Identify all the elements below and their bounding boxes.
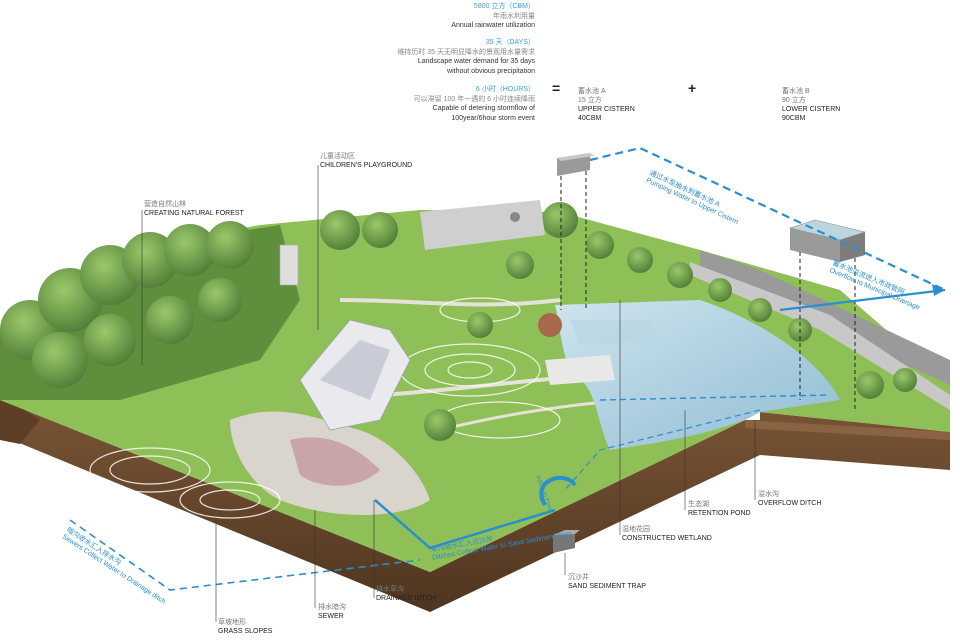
grass-en: GRASS SLOPES — [218, 628, 273, 635]
retention-pond — [545, 300, 840, 450]
grass-cn: 草坡地形 — [218, 619, 246, 626]
upper-cistern-box — [557, 153, 594, 310]
equals-sign: = — [552, 80, 561, 96]
lower-cistern-cbm: 90CBM — [782, 115, 806, 122]
stat-hours-value: 6 小时（HOURS） — [475, 86, 535, 93]
stat-days-value: 35 天（DAYS） — [485, 39, 535, 46]
playground-cn: 儿童活动区 — [320, 153, 355, 160]
stat-hours-en: Capable of detening stormflow of — [432, 105, 535, 112]
lower-cistern-cn: 蓄水池 B — [782, 88, 810, 95]
plus-sign: + — [688, 80, 697, 96]
stat-rainwater-value: 5800 立方（CBM） — [473, 3, 535, 10]
sediment-trap-box — [553, 530, 580, 553]
stat-days-en2: without obvious precipitation — [447, 67, 535, 75]
grass-label: 草坡地形 GRASS SLOPES — [218, 618, 272, 636]
soil-section — [0, 400, 950, 612]
sewer-cn: 排水暗沟 — [318, 604, 346, 611]
label-leaders — [141, 165, 756, 622]
pond-en: RETENTION POND — [688, 510, 751, 517]
drainage-label: 排水草沟 DRAINAGE DITCH — [376, 585, 436, 603]
upper-cistern-cbm: 40CBM — [578, 115, 602, 122]
playground-label: 儿童活动区 CHILDREN'S PLAYGROUND — [320, 152, 412, 170]
stat-hours: 6 小时（HOURS） 可以滞留 100 年一遇的 6 小时连续降雨 Capab… — [414, 85, 535, 123]
stat-rainwater-en: Annual rainwater utilization — [451, 22, 535, 29]
sewer-en: SEWER — [318, 613, 344, 620]
trees — [0, 202, 917, 441]
wetland-cn: 湿地花园 — [622, 526, 650, 533]
drainage-cn: 排水草沟 — [376, 586, 404, 593]
sediment-cn: 沉沙井 — [568, 574, 589, 581]
lower-cistern-label: 蓄水池 B 90 立方 LOWER CISTERN 90CBM — [782, 87, 840, 123]
stat-days: 35 天（DAYS） 维持历时 35 天无明显降水的景观用水量需求 Landsc… — [397, 38, 535, 76]
forest-en: CREATING NATURAL FOREST — [144, 210, 244, 217]
pond-label: 生态湖 RETENTION POND — [688, 500, 751, 518]
pond-cn: 生态湖 — [688, 501, 709, 508]
stat-days-en: Landscape water demand for 35 days — [417, 58, 535, 65]
upper-cistern-cn: 蓄水池 A — [578, 88, 606, 95]
sediment-en: SAND SEDIMENT TRAP — [568, 583, 646, 590]
wetland-en: CONSTRUCTED WETLAND — [622, 535, 712, 542]
stat-days-cn: 维持历时 35 天无明显降水的景观用水量需求 — [397, 48, 535, 56]
back-wall — [420, 200, 545, 250]
sewer-label: 排水暗沟 SEWER — [318, 603, 346, 621]
sediment-label: 沉沙井 SAND SEDIMENT TRAP — [568, 573, 646, 591]
wetland-label: 湿地花园 CONSTRUCTED WETLAND — [622, 525, 712, 543]
overflow-en: OVERFLOW DITCH — [758, 500, 822, 507]
forest-cn: 营造自然山林 — [144, 201, 186, 208]
stat-hours-en2: 100year/6hour storm event — [451, 114, 535, 122]
drainage-en: DRAINAGE DITCH — [376, 595, 436, 602]
upper-cistern-en: UPPER CISTERN — [578, 106, 635, 113]
stat-hours-cn: 可以滞留 100 年一遇的 6 小时连续降雨 — [413, 95, 535, 103]
playground-structure — [279, 244, 411, 431]
playground-en: CHILDREN'S PLAYGROUND — [320, 162, 413, 169]
upper-cistern-amount: 15 立方 — [578, 97, 602, 104]
lower-cistern-en: LOWER CISTERN — [782, 106, 841, 113]
stat-rainwater-cn: 年雨水利用量 — [493, 12, 535, 20]
lower-cistern-box — [788, 219, 867, 412]
lower-cistern-amount: 90 立方 — [782, 97, 806, 104]
overflow-cn: 溢水沟 — [758, 491, 779, 498]
upper-cistern-label: 蓄水池 A 15 立方 UPPER CISTERN 40CBM — [578, 87, 635, 123]
forest-label: 营造自然山林 CREATING NATURAL FOREST — [144, 200, 244, 218]
stat-rainwater: 5800 立方（CBM） 年雨水利用量 Annual rainwater uti… — [451, 2, 535, 31]
overflow-label: 溢水沟 OVERFLOW DITCH — [758, 490, 821, 508]
water-flow-lines — [69, 146, 946, 591]
